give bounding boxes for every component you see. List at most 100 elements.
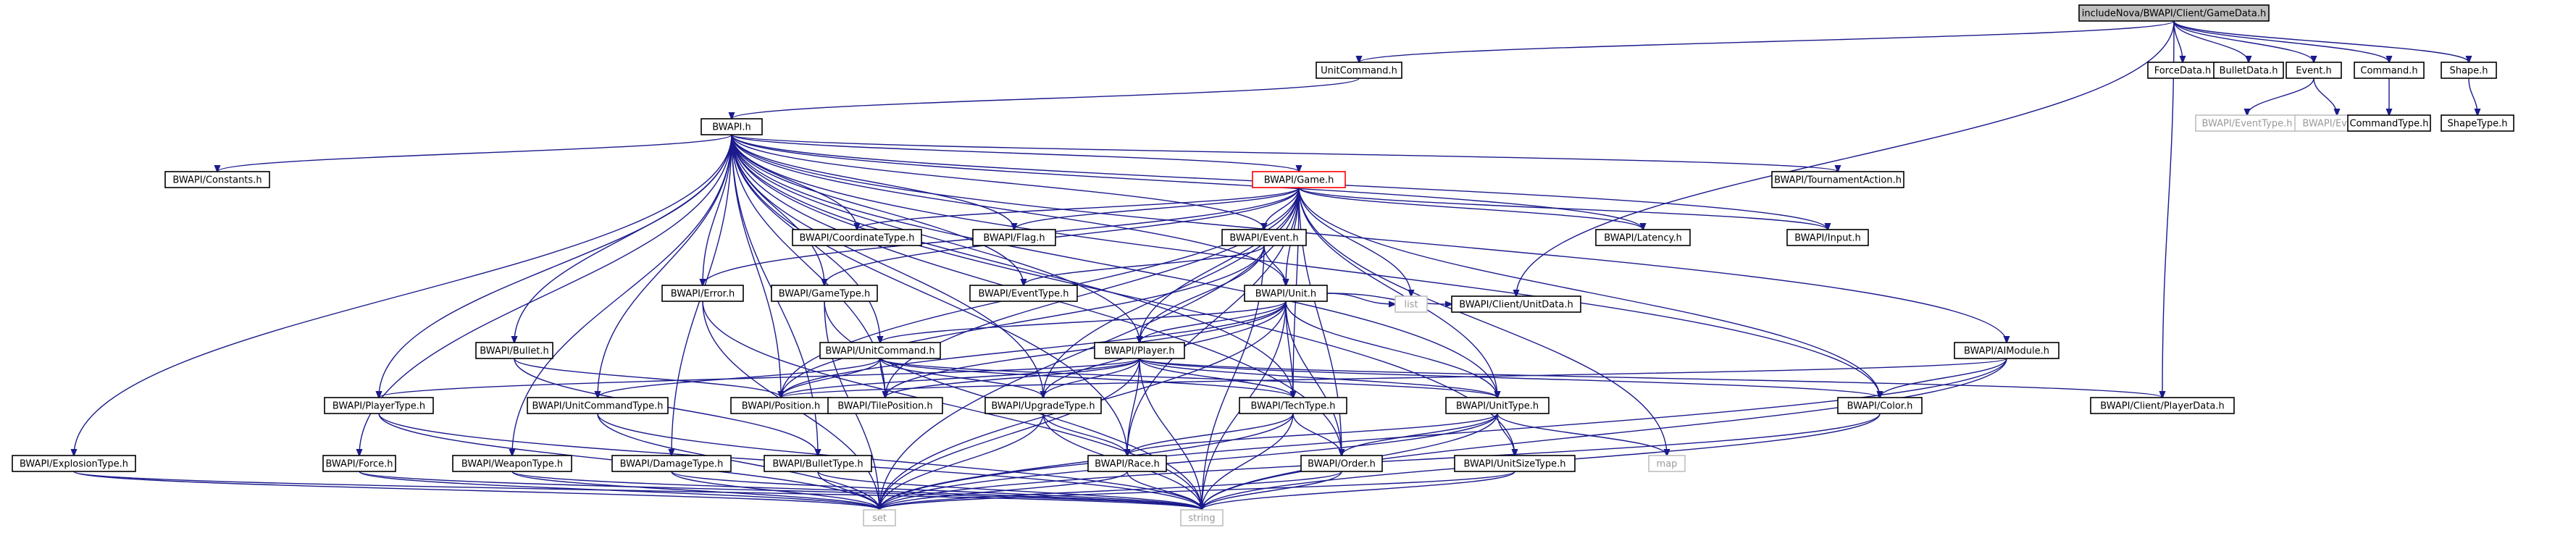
node-command[interactable]: Command.h xyxy=(2354,62,2425,79)
node-unittype[interactable]: BWAPI/UnitType.h xyxy=(1445,397,1550,414)
edge-unitcommand2-to-unittype xyxy=(879,358,1497,398)
edge-bwapi-to-bullet xyxy=(514,134,732,343)
edge-game-to-coordinatetype xyxy=(857,187,1300,230)
node-event[interactable]: Event.h xyxy=(2286,62,2342,79)
node-unitcommandtype[interactable]: BWAPI/UnitCommandType.h xyxy=(527,397,669,414)
node-box xyxy=(1221,229,1307,246)
edge-bullettype-to-string xyxy=(817,471,1202,510)
node-input[interactable]: BWAPI/Input.h xyxy=(1786,229,1869,246)
node-weapontype[interactable]: BWAPI/WeaponType.h xyxy=(452,455,572,472)
node-force[interactable]: BWAPI/Force.h xyxy=(322,455,396,472)
node-box xyxy=(1954,342,2059,359)
node-game[interactable]: BWAPI/Game.h xyxy=(1252,171,1346,188)
node-label: BWAPI/Unit.h xyxy=(1255,289,1316,300)
node-damagetype[interactable]: BWAPI/DamageType.h xyxy=(611,455,732,472)
node-shapetype[interactable]: ShapeType.h xyxy=(2441,114,2514,132)
node-unit[interactable]: BWAPI/Unit.h xyxy=(1244,285,1328,302)
node-eventtype2[interactable]: BWAPI/EventType.h xyxy=(969,285,1078,302)
edge-bwapi-to-explosiontype xyxy=(74,134,732,456)
node-label: BWAPI/Game.h xyxy=(1264,175,1334,186)
node-event2[interactable]: BWAPI/Event.h xyxy=(1221,229,1307,246)
node-upgradetype[interactable]: BWAPI/UpgradeType.h xyxy=(984,397,1102,414)
node-label: set xyxy=(872,513,887,524)
edge-techtype-to-string xyxy=(1202,413,1294,510)
edge-damagetype-to-string xyxy=(671,471,1202,510)
edge-bwapi-to-constants xyxy=(217,134,732,172)
node-label: BWAPI/UnitType.h xyxy=(1456,401,1539,412)
node-playertype[interactable]: BWAPI/PlayerType.h xyxy=(324,397,434,414)
node-box xyxy=(1094,342,1185,359)
edge-unit-to-client_unitdata xyxy=(1326,293,1452,304)
node-forcedata[interactable]: ForceData.h xyxy=(2147,62,2218,79)
edge-force-to-string xyxy=(359,471,1202,510)
edge-player-to-set xyxy=(879,358,1140,510)
node-player[interactable]: BWAPI/Player.h xyxy=(1094,342,1185,359)
node-latency[interactable]: BWAPI/Latency.h xyxy=(1595,229,1691,246)
node-label: map xyxy=(1657,459,1678,470)
node-coordinatetype[interactable]: BWAPI/CoordinateType.h xyxy=(792,229,922,246)
node-color[interactable]: BWAPI/Color.h xyxy=(1837,397,1923,414)
node-bullettype[interactable]: BWAPI/BulletType.h xyxy=(764,455,872,472)
edge-game-to-event2 xyxy=(1264,187,1300,230)
edge-game-to-player xyxy=(1139,187,1300,343)
node-techtype[interactable]: BWAPI/TechType.h xyxy=(1239,397,1347,414)
edge-event2-to-eventtype2 xyxy=(1024,245,1265,285)
node-tileposition[interactable]: BWAPI/TilePosition.h xyxy=(827,397,943,414)
edge-unitcommand2-to-position xyxy=(781,358,881,398)
node-bullet[interactable]: BWAPI/Bullet.h xyxy=(475,342,553,359)
node-label: BWAPI/EventType.h xyxy=(2201,119,2292,130)
node-label: BWAPI/WeaponType.h xyxy=(461,459,563,470)
node-order[interactable]: BWAPI/Order.h xyxy=(1300,455,1383,472)
node-box xyxy=(969,285,1078,302)
node-shape[interactable]: Shape.h xyxy=(2441,62,2497,79)
edge-bwapi-to-aimodule xyxy=(731,134,2007,343)
node-flag[interactable]: BWAPI/Flag.h xyxy=(972,229,1056,246)
node-label: BWAPI/Flag.h xyxy=(983,233,1045,244)
node-gametype[interactable]: BWAPI/GameType.h xyxy=(771,285,878,302)
node-box xyxy=(863,509,896,526)
edge-bwapi-to-error xyxy=(703,134,732,285)
node-label: BWAPI/Error.h xyxy=(671,289,735,300)
edge-unitsizetype-to-string xyxy=(1202,471,1515,510)
node-label: BWAPI/CoordinateType.h xyxy=(799,233,914,244)
node-client-unitdata[interactable]: BWAPI/Client/UnitData.h xyxy=(1451,295,1581,313)
node-unitcommand2[interactable]: BWAPI/UnitCommand.h xyxy=(819,342,941,359)
node-box xyxy=(1300,455,1383,472)
node-unitcommand[interactable]: UnitCommand.h xyxy=(1316,62,1402,79)
node-label: BWAPI/Player.h xyxy=(1104,346,1174,357)
edge-unitcommand-to-bwapi xyxy=(732,77,1360,119)
node-box xyxy=(701,118,763,135)
edge-order-to-set xyxy=(879,471,1342,510)
edge-unitsizetype-to-set xyxy=(879,471,1515,510)
edge-bwapi-to-tournament xyxy=(731,134,1838,172)
node-set: set xyxy=(863,509,896,526)
node-client-playerdata[interactable]: BWAPI/Client/PlayerData.h xyxy=(2090,397,2235,414)
node-label: BWAPI/Client/UnitData.h xyxy=(1459,300,1573,311)
node-bwapi[interactable]: BWAPI.h xyxy=(701,118,763,135)
node-unitsizetype[interactable]: BWAPI/UnitSizeType.h xyxy=(1454,455,1576,472)
edge-event2-to-position xyxy=(781,245,1265,398)
edge-game-to-gametype xyxy=(824,187,1300,285)
node-race[interactable]: BWAPI/Race.h xyxy=(1087,455,1167,472)
node-label: BWAPI/Position.h xyxy=(742,401,821,412)
node-box xyxy=(164,171,270,188)
node-error[interactable]: BWAPI/Error.h xyxy=(661,285,744,302)
node-box xyxy=(764,455,872,472)
edge-bwapi-to-weapontype xyxy=(512,134,732,456)
edge-explosiontype-to-string xyxy=(73,471,1202,510)
node-tournament[interactable]: BWAPI/TournamentAction.h xyxy=(1771,171,1904,188)
edge-bwapi-to-playertype xyxy=(379,134,732,398)
node-explosiontype[interactable]: BWAPI/ExplosionType.h xyxy=(12,455,136,472)
node-label: BWAPI/TechType.h xyxy=(1251,401,1336,412)
node-bulletdata[interactable]: BulletData.h xyxy=(2213,62,2284,79)
edge-root-to-forcedata xyxy=(2173,20,2183,62)
node-aimodule[interactable]: BWAPI/AIModule.h xyxy=(1954,342,2059,359)
edge-unitcommand2-to-tileposition xyxy=(879,358,885,398)
node-root[interactable]: includeNova/BWAPI/Client/GameData.h xyxy=(2078,4,2270,22)
node-label: BWAPI/Bullet.h xyxy=(480,346,548,357)
node-commandtype[interactable]: CommandType.h xyxy=(2347,114,2431,132)
node-label: BWAPI/Client/PlayerData.h xyxy=(2100,401,2224,412)
edge-event2-to-player xyxy=(1139,245,1265,343)
node-constants[interactable]: BWAPI/Constants.h xyxy=(164,171,270,188)
node-position[interactable]: BWAPI/Position.h xyxy=(730,397,832,414)
